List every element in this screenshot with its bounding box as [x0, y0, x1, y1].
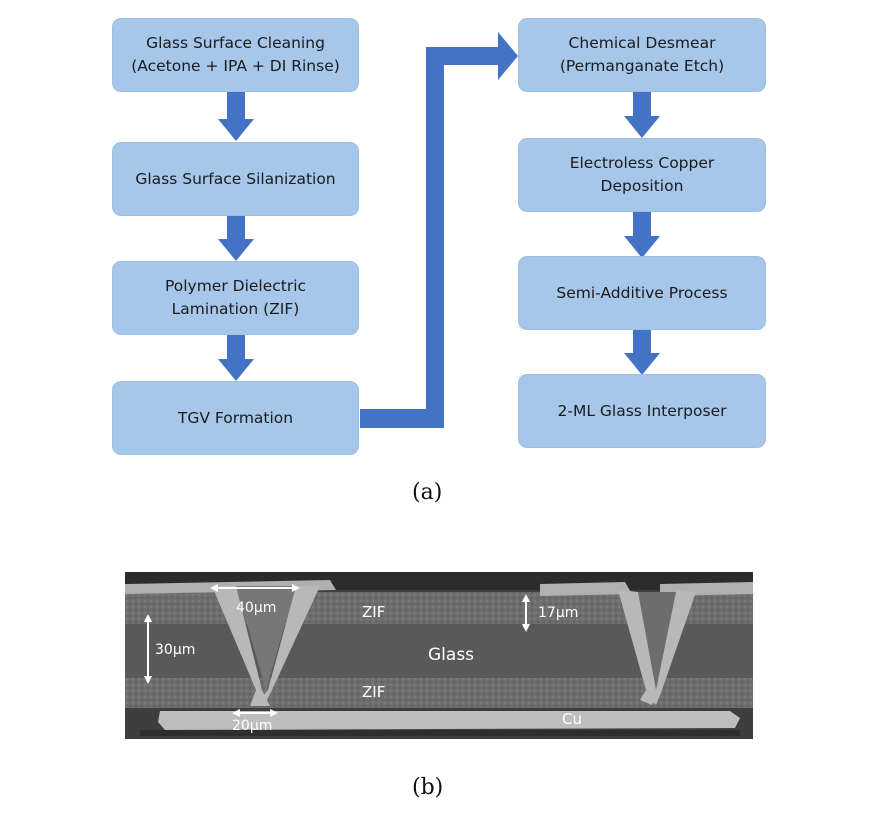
caption-a: (a): [412, 480, 443, 505]
label-zif-top: ZIF: [362, 603, 385, 621]
arrow-left-3: [218, 335, 254, 381]
arrow-right-2: [624, 212, 660, 258]
label-glass-thickness: 30μm: [155, 642, 195, 658]
step-tgv-formation: TGV Formation: [112, 381, 359, 455]
label-bottom-via-width: 20μm: [232, 718, 272, 734]
arrow-right-1: [624, 92, 660, 138]
label-zif-bottom: ZIF: [362, 683, 385, 701]
step-semi-additive: Semi-Additive Process: [518, 256, 766, 330]
caption-b: (b): [412, 775, 444, 800]
label-top-via-width: 40μm: [236, 600, 276, 616]
arrow-right-3: [624, 330, 660, 375]
arrow-left-2: [218, 216, 254, 261]
label-glass: Glass: [428, 645, 474, 665]
arrow-left-1: [218, 92, 254, 141]
arrow-connector: [360, 32, 518, 428]
label-zif-thickness: 17μm: [538, 605, 578, 621]
step-glass-interposer: 2-ML Glass Interposer: [518, 374, 766, 448]
step-chemical-desmear: Chemical Desmear(Permanganate Etch): [518, 18, 766, 92]
flow-arrows: [218, 32, 660, 428]
label-copper: Cu: [562, 710, 582, 728]
step-silanization: Glass Surface Silanization: [112, 142, 359, 216]
step-glass-cleaning: Glass Surface Cleaning(Acetone + IPA + D…: [112, 18, 359, 92]
